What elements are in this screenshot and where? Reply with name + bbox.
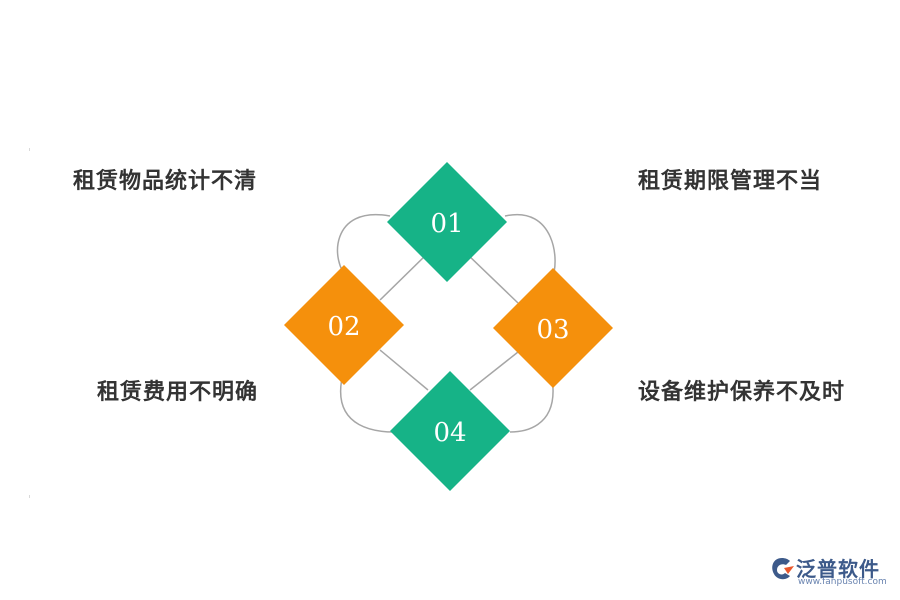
diamond-03-shape [493, 268, 613, 388]
diamond-01: 01 [387, 162, 507, 282]
diamond-01-shape [387, 162, 507, 282]
label-item-01: 租赁物品统计不清 [73, 169, 258, 194]
logo-mark-icon [772, 558, 794, 580]
connector-inner-tl [379, 252, 429, 301]
connector-loop-bottom-right [509, 377, 554, 433]
connector-inner-tr [465, 252, 519, 304]
diamond-03: 03 [493, 268, 613, 388]
diamond-04: 04 [390, 371, 510, 491]
diamond-03-number: 03 [536, 315, 569, 345]
label-item-04: 设备维护保养不及时 [638, 380, 846, 405]
brand-logo: 泛普软件 www.fanpusoft.com [768, 553, 892, 593]
connector-loop-bottom-left [339, 377, 395, 433]
diamond-04-number: 04 [433, 418, 466, 448]
label-item-03: 租赁期限管理不当 [638, 169, 823, 194]
diamond-02: 02 [284, 265, 404, 385]
logo-url: www.fanpusoft.com [798, 577, 887, 587]
connector-lines [336, 213, 556, 433]
connector-inner-br [469, 351, 519, 391]
decorative-tick-bottom [29, 495, 30, 498]
decorative-tick-top [29, 148, 30, 151]
diamond-02-number: 02 [327, 312, 360, 342]
label-item-02: 租赁费用不明确 [97, 380, 259, 405]
diamond-04-shape [390, 371, 510, 491]
connector-inner-bl [379, 349, 429, 391]
diamond-01-number: 01 [430, 209, 463, 239]
logo-name: 泛普软件 [796, 557, 880, 581]
connector-loop-top-right [504, 213, 556, 279]
diamond-02-shape [284, 265, 404, 385]
